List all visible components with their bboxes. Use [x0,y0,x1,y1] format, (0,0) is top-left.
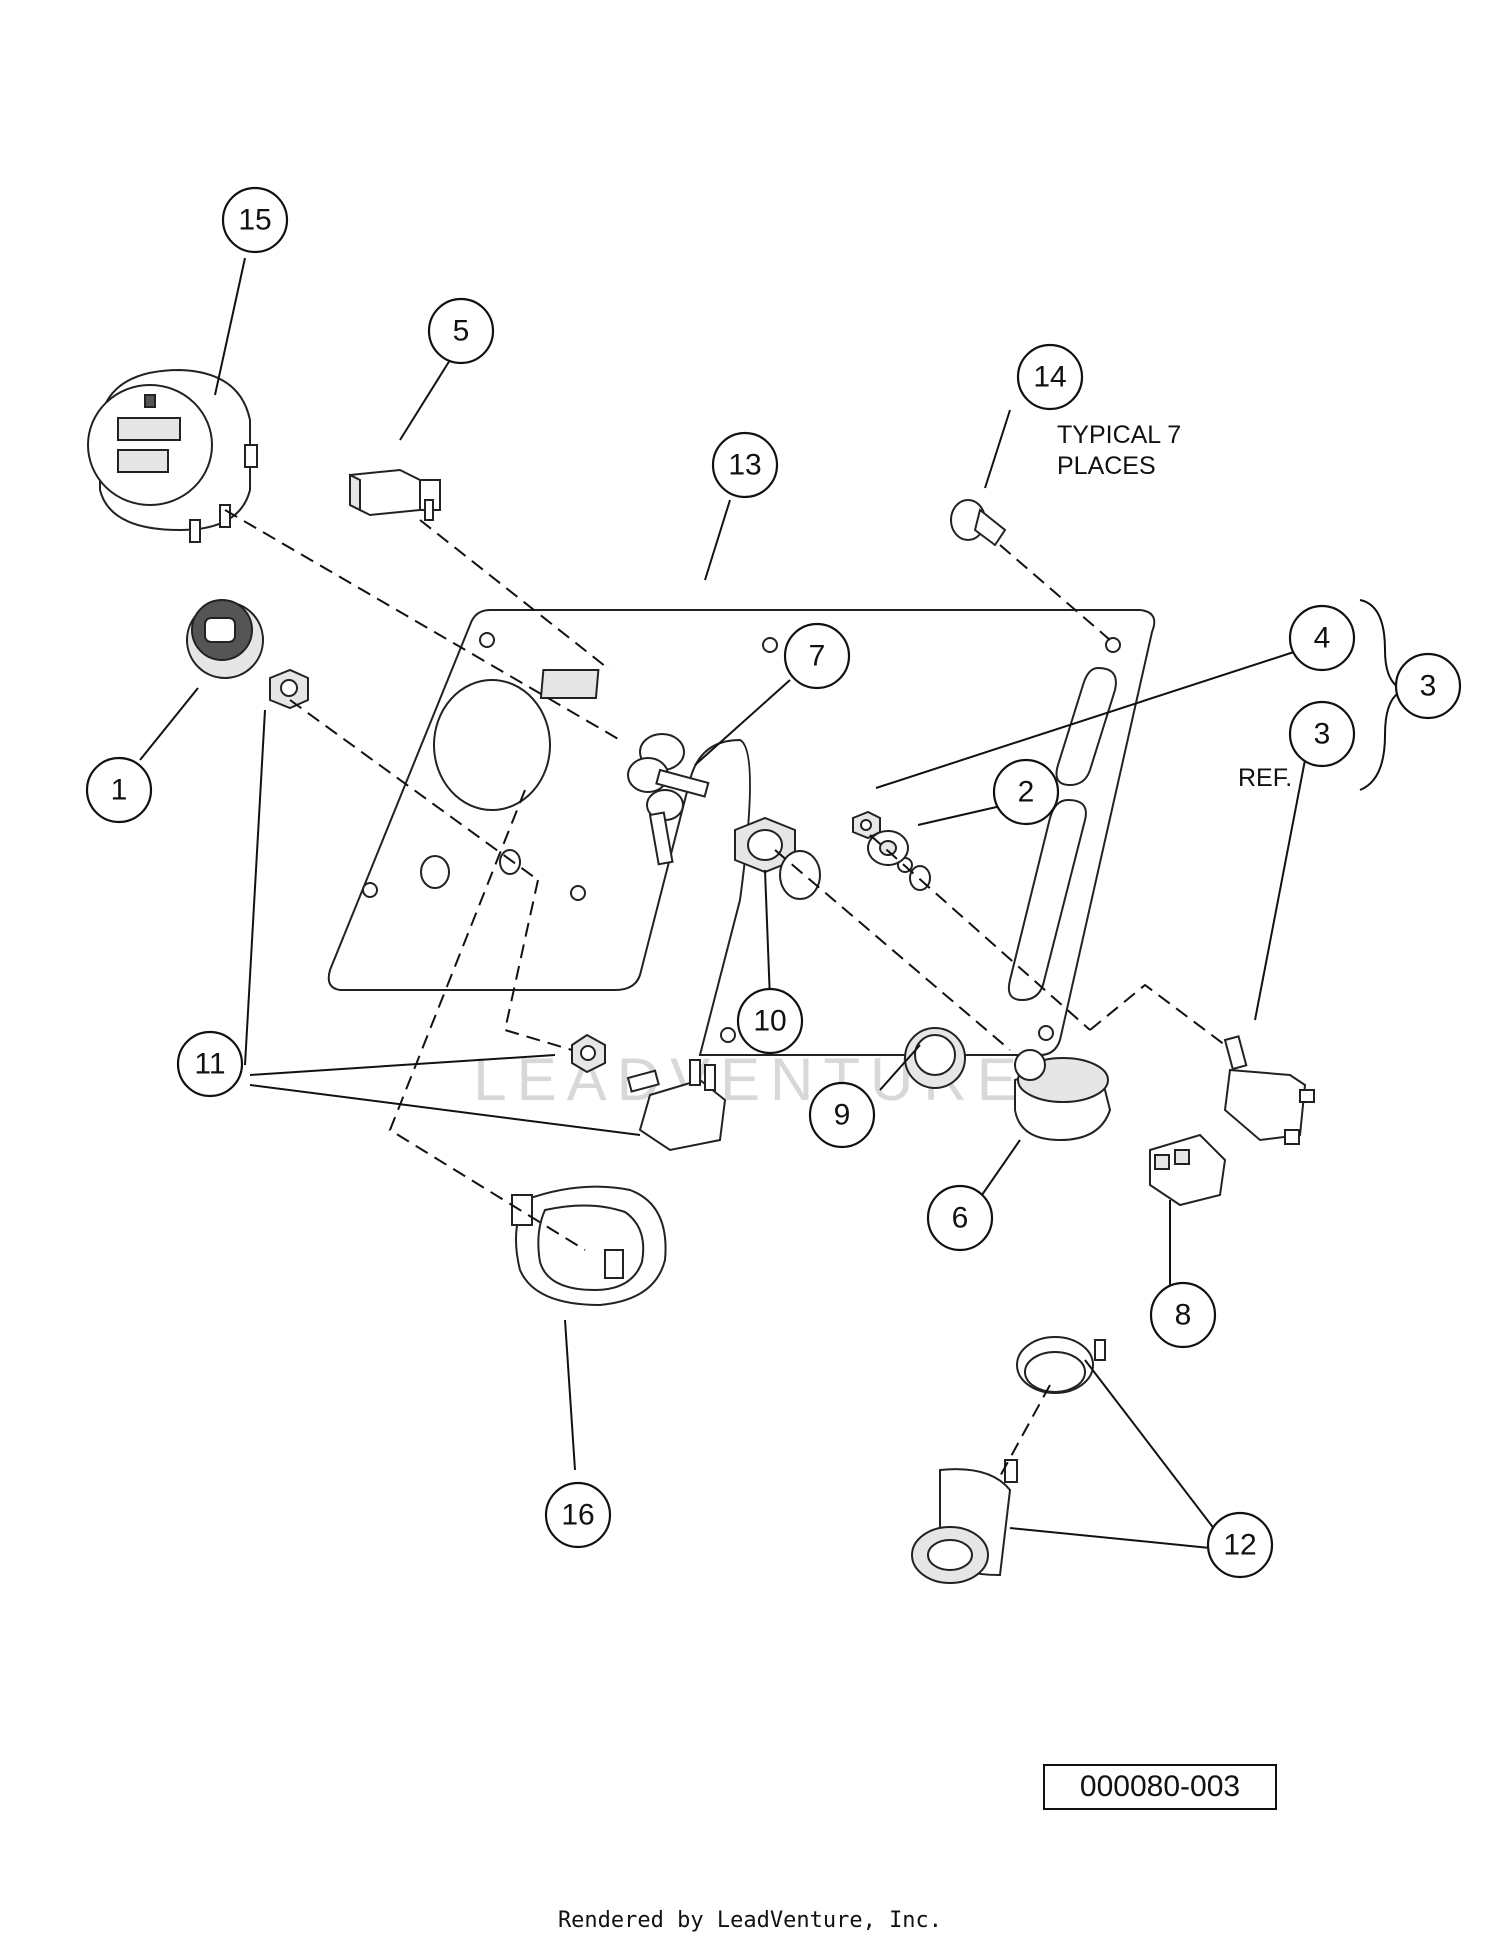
callout-2: 2 [992,758,1060,826]
callout-3-ref: 3 [1288,700,1356,768]
connector-8 [1149,1133,1227,1207]
callout-9: 9 [808,1081,876,1149]
svg-text:9: 9 [834,1099,851,1132]
panel-clip-14 [950,499,1007,547]
svg-text:2: 2 [1018,776,1035,809]
callout-8: 8 [1149,1281,1217,1349]
callout-7: 7 [783,622,851,690]
svg-text:1: 1 [111,774,128,807]
ignition-keys [627,733,710,866]
svg-text:14: 14 [1033,361,1066,394]
switch-11-lower [571,1033,727,1152]
svg-text:16: 16 [561,1499,594,1532]
svg-text:7: 7 [809,640,826,673]
light-switch-knob [186,599,264,679]
callout-13: 13 [711,431,779,499]
callout-4: 4 [1288,604,1356,672]
dashed-assembly-lines [224,509,1226,1481]
light-12 [911,1336,1106,1584]
callout-5: 5 [427,297,495,365]
note-typical-line1: TYPICAL 7 [1057,421,1181,449]
dash-panel [327,609,1156,1056]
note-ref: REF. [1238,764,1292,792]
svg-text:13: 13 [728,449,761,482]
hour-meter [87,368,258,543]
svg-text:12: 12 [1223,1529,1256,1562]
switch-5 [349,468,441,521]
svg-text:10: 10 [753,1005,786,1038]
callout-1: 1 [85,756,153,824]
svg-text:4: 4 [1314,622,1331,655]
note-typical-line2: PLACES [1057,452,1156,480]
toggle-switch-3 [1223,1035,1315,1145]
ignition-switch-6 [1014,1049,1112,1142]
svg-text:8: 8 [1175,1299,1192,1332]
callout-15: 15 [221,186,289,254]
bushing-9 [904,1027,966,1089]
callout-6: 6 [926,1184,994,1252]
footer-credit: Rendered by LeadVenture, Inc. [557,1908,943,1933]
svg-text:15: 15 [238,204,271,237]
callout-11: 11 [176,1030,244,1098]
svg-text:5: 5 [453,315,470,348]
bracket-16 [511,1185,667,1307]
svg-text:3: 3 [1420,670,1437,703]
callout-14: 14 [1016,343,1084,411]
drawing-number-box: 000080-003 [1043,1764,1277,1810]
callout-12: 12 [1206,1511,1274,1579]
hex-nut-upper [269,668,309,710]
svg-text:3: 3 [1314,718,1331,751]
callout-3-group: 3 [1394,652,1462,720]
callout-16: 16 [544,1481,612,1549]
nut-10 [734,816,821,900]
leader-lines [139,257,1406,1549]
callout-10: 10 [736,987,804,1055]
svg-text:11: 11 [194,1048,225,1081]
svg-text:6: 6 [952,1202,969,1235]
